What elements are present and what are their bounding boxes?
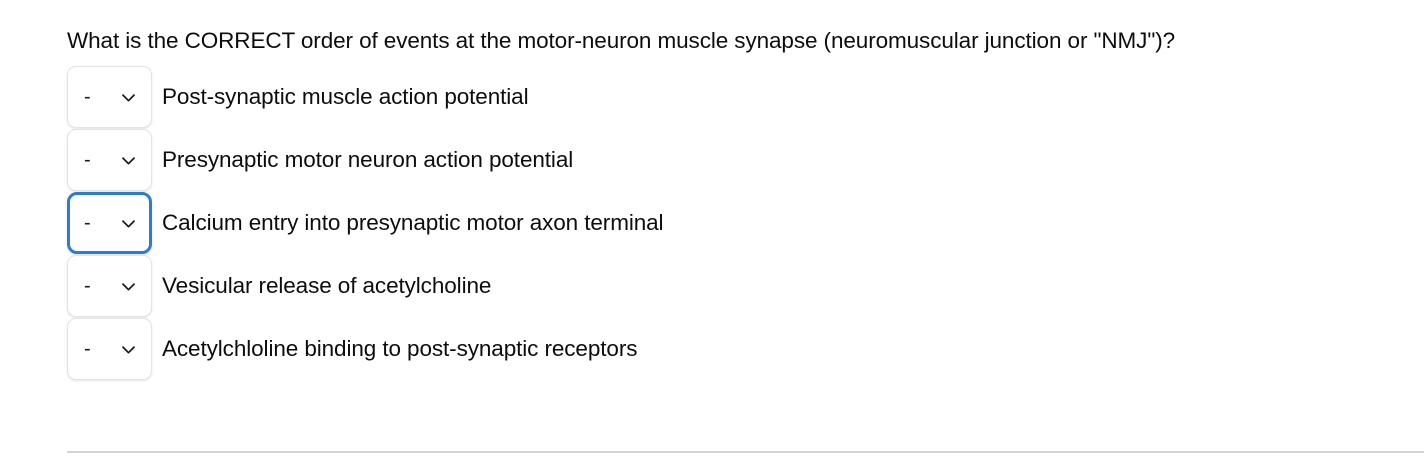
- order-select-2[interactable]: -: [67, 129, 152, 191]
- order-item-label: Post-synaptic muscle action potential: [162, 84, 529, 109]
- ordering-row: - Acetylchloline binding to post-synapti…: [67, 318, 1397, 381]
- chevron-down-icon: [119, 214, 138, 233]
- order-select-value: -: [84, 86, 91, 108]
- chevron-down-icon: [119, 88, 138, 107]
- order-item-label: Vesicular release of acetylcholine: [162, 273, 492, 298]
- order-select-5[interactable]: -: [67, 318, 152, 380]
- question-prompt: What is the CORRECT order of events at t…: [67, 28, 1176, 53]
- order-select-1[interactable]: -: [67, 66, 152, 128]
- ordering-row: - Post-synaptic muscle action potential: [67, 66, 1397, 129]
- chevron-down-icon: [119, 151, 138, 170]
- order-select-3[interactable]: -: [67, 192, 152, 254]
- order-select-value: -: [84, 275, 91, 297]
- order-select-value: -: [84, 149, 91, 171]
- ordering-row: - Presynaptic motor neuron action potent…: [67, 129, 1397, 192]
- order-select-value: -: [84, 338, 91, 360]
- ordering-row: - Vesicular release of acetylcholine: [67, 255, 1397, 318]
- order-select-4[interactable]: -: [67, 255, 152, 317]
- ordering-row: - Calcium entry into presynaptic motor a…: [67, 192, 1397, 255]
- ordering-list: - Post-synaptic muscle action potential …: [67, 66, 1397, 381]
- chevron-down-icon: [119, 340, 138, 359]
- order-item-label: Acetylchloline binding to post-synaptic …: [162, 336, 638, 361]
- order-item-label: Calcium entry into presynaptic motor axo…: [162, 210, 664, 235]
- order-select-value: -: [84, 212, 91, 234]
- section-divider: [67, 451, 1424, 453]
- chevron-down-icon: [119, 277, 138, 296]
- order-item-label: Presynaptic motor neuron action potentia…: [162, 147, 574, 172]
